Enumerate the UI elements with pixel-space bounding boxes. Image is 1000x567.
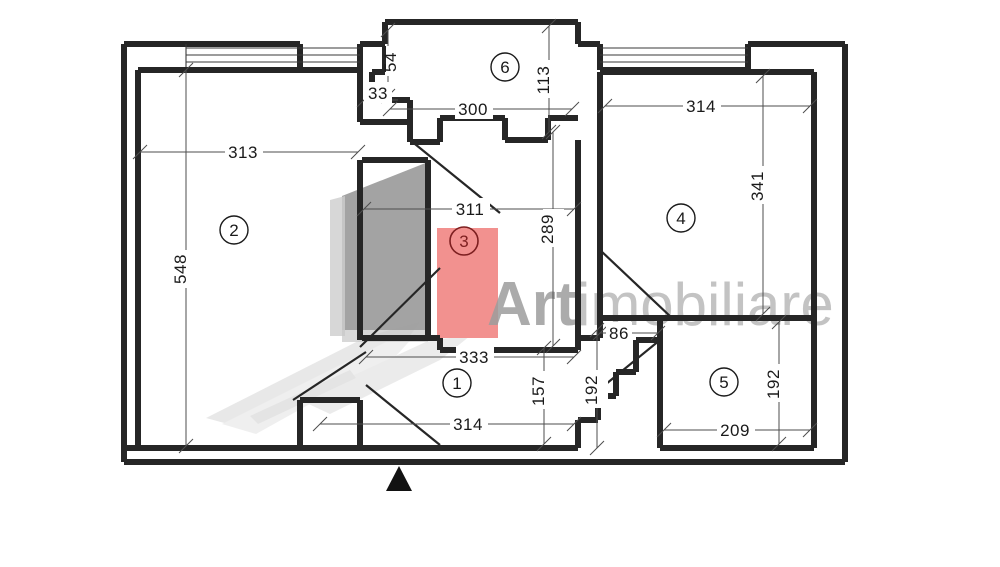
room-marker-3[interactable]: 3 [449, 226, 479, 256]
room-marker-1-label: 1 [452, 374, 461, 393]
dimension-86: 86 [609, 324, 629, 343]
room-marker-1[interactable]: 1 [442, 368, 472, 398]
room-marker-5[interactable]: 5 [709, 367, 739, 397]
entrance-direction-marker [386, 466, 412, 491]
dimension-33: 33 [368, 84, 388, 103]
dimension-157: 157 [529, 376, 548, 406]
window-glazing [185, 44, 748, 70]
room-marker-4[interactable]: 4 [666, 203, 696, 233]
dimension-192-hall: 192 [582, 375, 601, 405]
dimension-113: 113 [534, 66, 553, 95]
dimension-548-left: 548 [171, 254, 190, 284]
room-marker-2-label: 2 [229, 221, 238, 240]
dimension-label-halos [176, 46, 790, 440]
dimension-289: 289 [538, 214, 557, 244]
dimension-333: 333 [459, 348, 489, 367]
room-marker-6-label: 6 [500, 58, 509, 77]
room-marker-2[interactable]: 2 [219, 215, 249, 245]
room-marker-5-label: 5 [719, 373, 728, 392]
room-markers: 1 2 3 4 5 6 [219, 52, 739, 398]
dimension-54: 54 [381, 52, 400, 72]
dimension-311: 311 [456, 200, 485, 219]
dimension-192-room5: 192 [764, 369, 783, 399]
room-marker-3-label: 3 [459, 232, 468, 251]
dimension-341: 341 [748, 171, 767, 201]
watermark-primary: Art [487, 270, 577, 339]
room-marker-6[interactable]: 6 [490, 52, 520, 82]
room-marker-4-label: 4 [676, 209, 685, 228]
shadow-overlay [330, 162, 428, 342]
dimension-314-hall: 314 [453, 415, 483, 434]
dimension-labels: 313 548 54 33 300 113 314 341 311 289 33… [171, 52, 783, 440]
dimension-300: 300 [458, 100, 488, 119]
dimension-313-top-left: 313 [228, 143, 258, 162]
dimension-209: 209 [720, 421, 750, 440]
dimension-314-room4: 314 [686, 97, 716, 116]
